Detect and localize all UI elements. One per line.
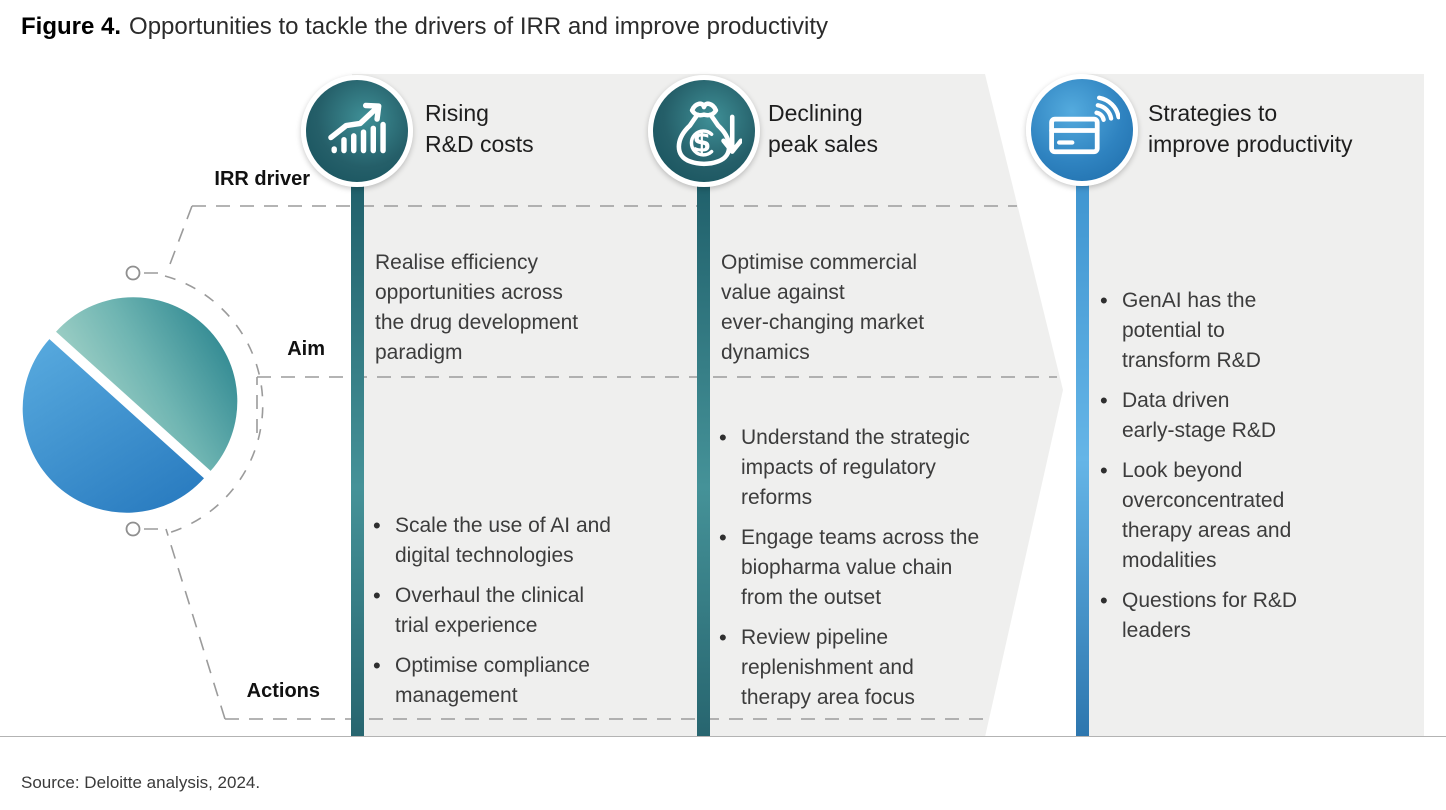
bullet-dot: • — [719, 425, 727, 450]
pie-half-blue — [22, 339, 204, 513]
list-item: • Review pipeline replenishment and ther… — [719, 623, 1029, 713]
list-item: • Scale the use of AI and digital techno… — [373, 511, 683, 571]
row-label-actions: Actions — [246, 680, 320, 702]
bullet-dot: • — [719, 525, 727, 550]
bullet-dot: • — [1100, 388, 1108, 413]
figure-number: Figure 4. — [21, 13, 122, 40]
bullet-dot: • — [1100, 588, 1108, 613]
column-title-rising-rd-costs: Rising R&D costs — [425, 100, 534, 157]
stem-strategies — [1076, 182, 1089, 737]
bottom-divider — [0, 736, 1446, 737]
rising-chart-glyph — [328, 102, 386, 154]
list-item: • Understand the strategic impacts of re… — [719, 423, 1029, 513]
list-item: • Optimise compliance management — [373, 651, 683, 711]
list-item: • Questions for R&D leaders — [1100, 586, 1410, 646]
list-item: • Engage teams across the biopharma valu… — [719, 523, 1029, 613]
handle-bottom-circle — [125, 521, 141, 537]
bullet-dot: • — [1100, 288, 1108, 313]
money-bag-glyph: $ — [676, 101, 742, 167]
actions-list-rising-rd-costs: • Scale the use of AI and digital techno… — [373, 511, 683, 721]
pie-dashed-arc — [164, 275, 264, 535]
list-item: • Data driven early-stage R&D — [1100, 386, 1410, 446]
list-item: • GenAI has the potential to transform R… — [1100, 286, 1410, 376]
pie-icon — [22, 297, 238, 513]
row-label-aim: Aim — [287, 338, 325, 360]
stem-rising-rd-costs — [351, 182, 364, 737]
bullet-dot: • — [719, 625, 727, 650]
stem-declining-peak-sales — [697, 182, 710, 737]
list-item: • Look beyond overconcentrated therapy a… — [1100, 456, 1410, 576]
svg-text:$: $ — [692, 128, 711, 159]
aim-text-rising-rd-costs: Realise efficiency opportunities across … — [375, 251, 579, 364]
handle-top-circle — [125, 265, 141, 281]
panel-strategies — [1082, 74, 1424, 737]
column-title-declining-peak-sales: Declining peak sales — [768, 100, 878, 157]
actions-list-declining-peak-sales: • Understand the strategic impacts of re… — [719, 423, 1029, 723]
contactless-card-icon — [1026, 74, 1138, 186]
source-note: Source: Deloitte analysis, 2024. — [21, 773, 261, 792]
row-label-irr-driver: IRR driver — [214, 168, 310, 190]
figure-title-text: Opportunities to tackle the drivers of I… — [129, 13, 829, 40]
rising-chart-icon — [301, 75, 413, 187]
aim-text-declining-peak-sales: Optimise commercial value against ever-c… — [721, 251, 925, 364]
strategies-bullet-list: • GenAI has the potential to transform R… — [1100, 286, 1410, 656]
contactless-card-glyph — [1049, 95, 1120, 155]
bullet-dot: • — [373, 583, 381, 608]
money-bag-icon: $ — [648, 75, 760, 187]
pie-half-teal — [56, 297, 238, 471]
list-item: • Overhaul the clinical trial experience — [373, 581, 683, 641]
bullet-dot: • — [1100, 458, 1108, 483]
column-title-strategies: Strategies to improve productivity — [1148, 100, 1353, 157]
bullet-dot: • — [373, 653, 381, 678]
bullet-dot: • — [373, 513, 381, 538]
figure-title: Figure 4. Opportunities to tackle the dri… — [21, 13, 828, 41]
